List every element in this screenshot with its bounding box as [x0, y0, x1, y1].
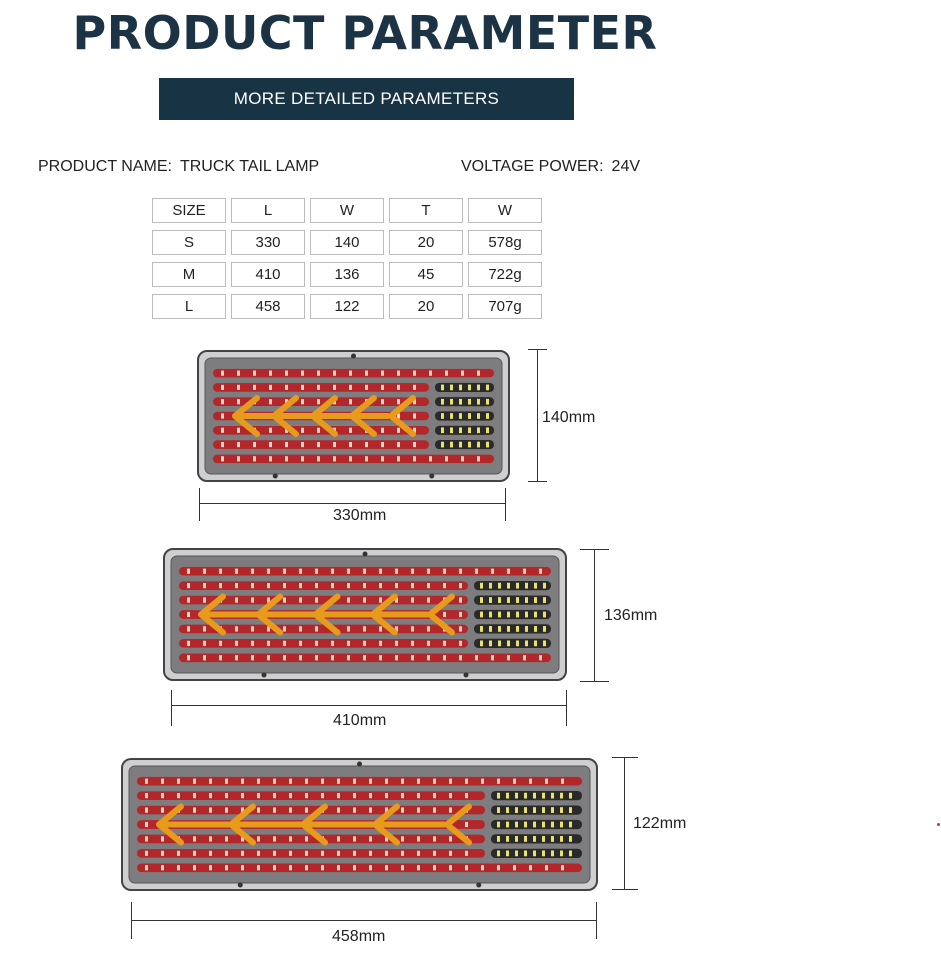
- table-cell: 20: [389, 294, 463, 319]
- table-cell: L: [152, 294, 226, 319]
- lamp-medium-width-label: 410mm: [333, 712, 387, 729]
- lamp-medium-image: [163, 548, 567, 681]
- voltage-label: VOLTAGE POWER:: [461, 158, 604, 175]
- table-cell: 330: [231, 230, 305, 255]
- product-name-label: PRODUCT NAME:: [38, 158, 172, 175]
- table-cell: 20: [389, 230, 463, 255]
- table-cell: 578g: [468, 230, 542, 255]
- table-cell: 122: [310, 294, 384, 319]
- lamp-small-height-label: 140mm: [542, 409, 596, 426]
- table-cell: 140: [310, 230, 384, 255]
- table-cell: S: [152, 230, 226, 255]
- lamp-medium-height-label: 136mm: [604, 607, 658, 624]
- voltage-value: 24V: [611, 158, 641, 175]
- table-cell: 458: [231, 294, 305, 319]
- lamp-large-height-label: 122mm: [633, 815, 687, 832]
- table-header-cell: W: [468, 198, 542, 223]
- table-cell: M: [152, 262, 226, 287]
- stray-dot: [937, 823, 940, 826]
- table-cell: 707g: [468, 294, 542, 319]
- table-header-cell: SIZE: [152, 198, 226, 223]
- table-header-cell: L: [231, 198, 305, 223]
- product-name-value: TRUCK TAIL LAMP: [179, 158, 320, 175]
- table-header-cell: W: [310, 198, 384, 223]
- table-cell: 136: [310, 262, 384, 287]
- detailed-parameters-banner: MORE DETAILED PARAMETERS: [159, 78, 574, 120]
- lamp-large-width-label: 458mm: [332, 928, 386, 945]
- lamp-small-width-label: 330mm: [333, 507, 387, 524]
- lamp-large-image: [121, 758, 598, 891]
- voltage-info: VOLTAGE POWER: 24V: [461, 158, 640, 176]
- page-title: PRODUCT PARAMETER: [72, 6, 658, 60]
- size-table: SIZE L W T W S 330 140 20 578g M 410 136…: [152, 198, 542, 319]
- product-name-info: PRODUCT NAME: TRUCK TAIL LAMP: [38, 158, 319, 176]
- table-cell: 45: [389, 262, 463, 287]
- table-header-cell: T: [389, 198, 463, 223]
- table-cell: 410: [231, 262, 305, 287]
- lamp-small-image: [197, 350, 510, 482]
- table-cell: 722g: [468, 262, 542, 287]
